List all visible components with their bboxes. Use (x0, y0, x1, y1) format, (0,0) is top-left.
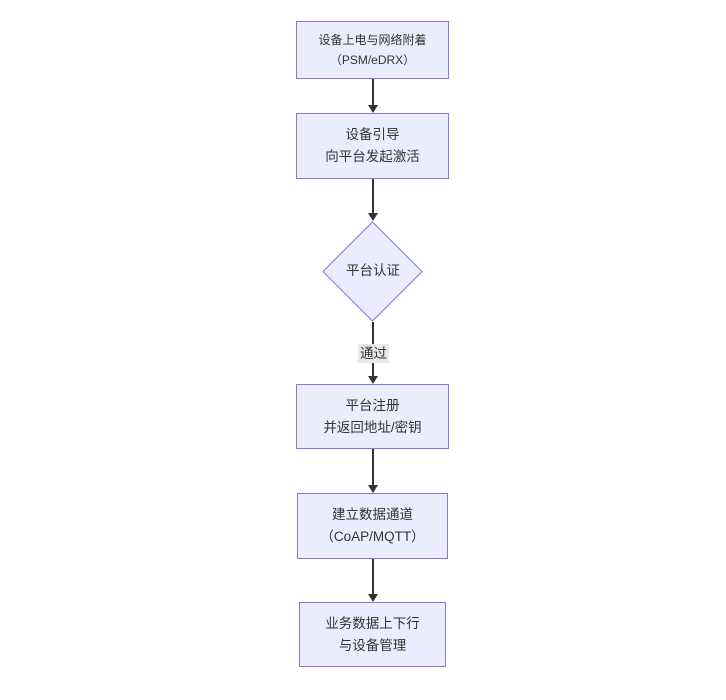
node-platform-register: 平台注册 并返回地址/密钥 (296, 384, 449, 449)
arrowhead-down-icon (368, 105, 378, 113)
arrowhead-down-icon (368, 213, 378, 221)
edge-bootstrap-to-auth (372, 179, 374, 214)
node-text-line: 并返回地址/密钥 (323, 419, 422, 435)
node-text-line: 向平台发起激活 (325, 149, 420, 164)
node-text-line: 业务数据上下行 (325, 615, 420, 631)
edge-label-pass: 通过 (358, 344, 389, 363)
node-text-line: 建立数据通道 (332, 507, 413, 522)
arrowhead-down-icon (368, 376, 378, 384)
node-text-line: （PSM/eDRX） (329, 53, 416, 67)
node-data-channel: 建立数据通道 （CoAP/MQTT） (297, 493, 448, 559)
node-power-on-attach: 设备上电与网络附着 （PSM/eDRX） (296, 21, 449, 79)
edge-channel-to-business (372, 559, 374, 595)
edge-register-to-channel (372, 449, 374, 486)
node-bootstrap-activate: 设备引导 向平台发起激活 (296, 113, 449, 179)
arrowhead-down-icon (368, 594, 378, 602)
node-text-line: 与设备管理 (338, 637, 407, 653)
edge-power-to-bootstrap (372, 79, 374, 106)
node-text-line: 设备引导 (345, 127, 400, 142)
arrowhead-down-icon (368, 485, 378, 493)
node-platform-auth-label: 平台认证 (346, 263, 400, 278)
node-text-line: 设备上电与网络附着 (318, 33, 427, 47)
node-text-line: （CoAP/MQTT） (320, 529, 425, 544)
node-text-line: 平台注册 (345, 397, 400, 413)
node-business-data: 业务数据上下行 与设备管理 (299, 602, 446, 667)
